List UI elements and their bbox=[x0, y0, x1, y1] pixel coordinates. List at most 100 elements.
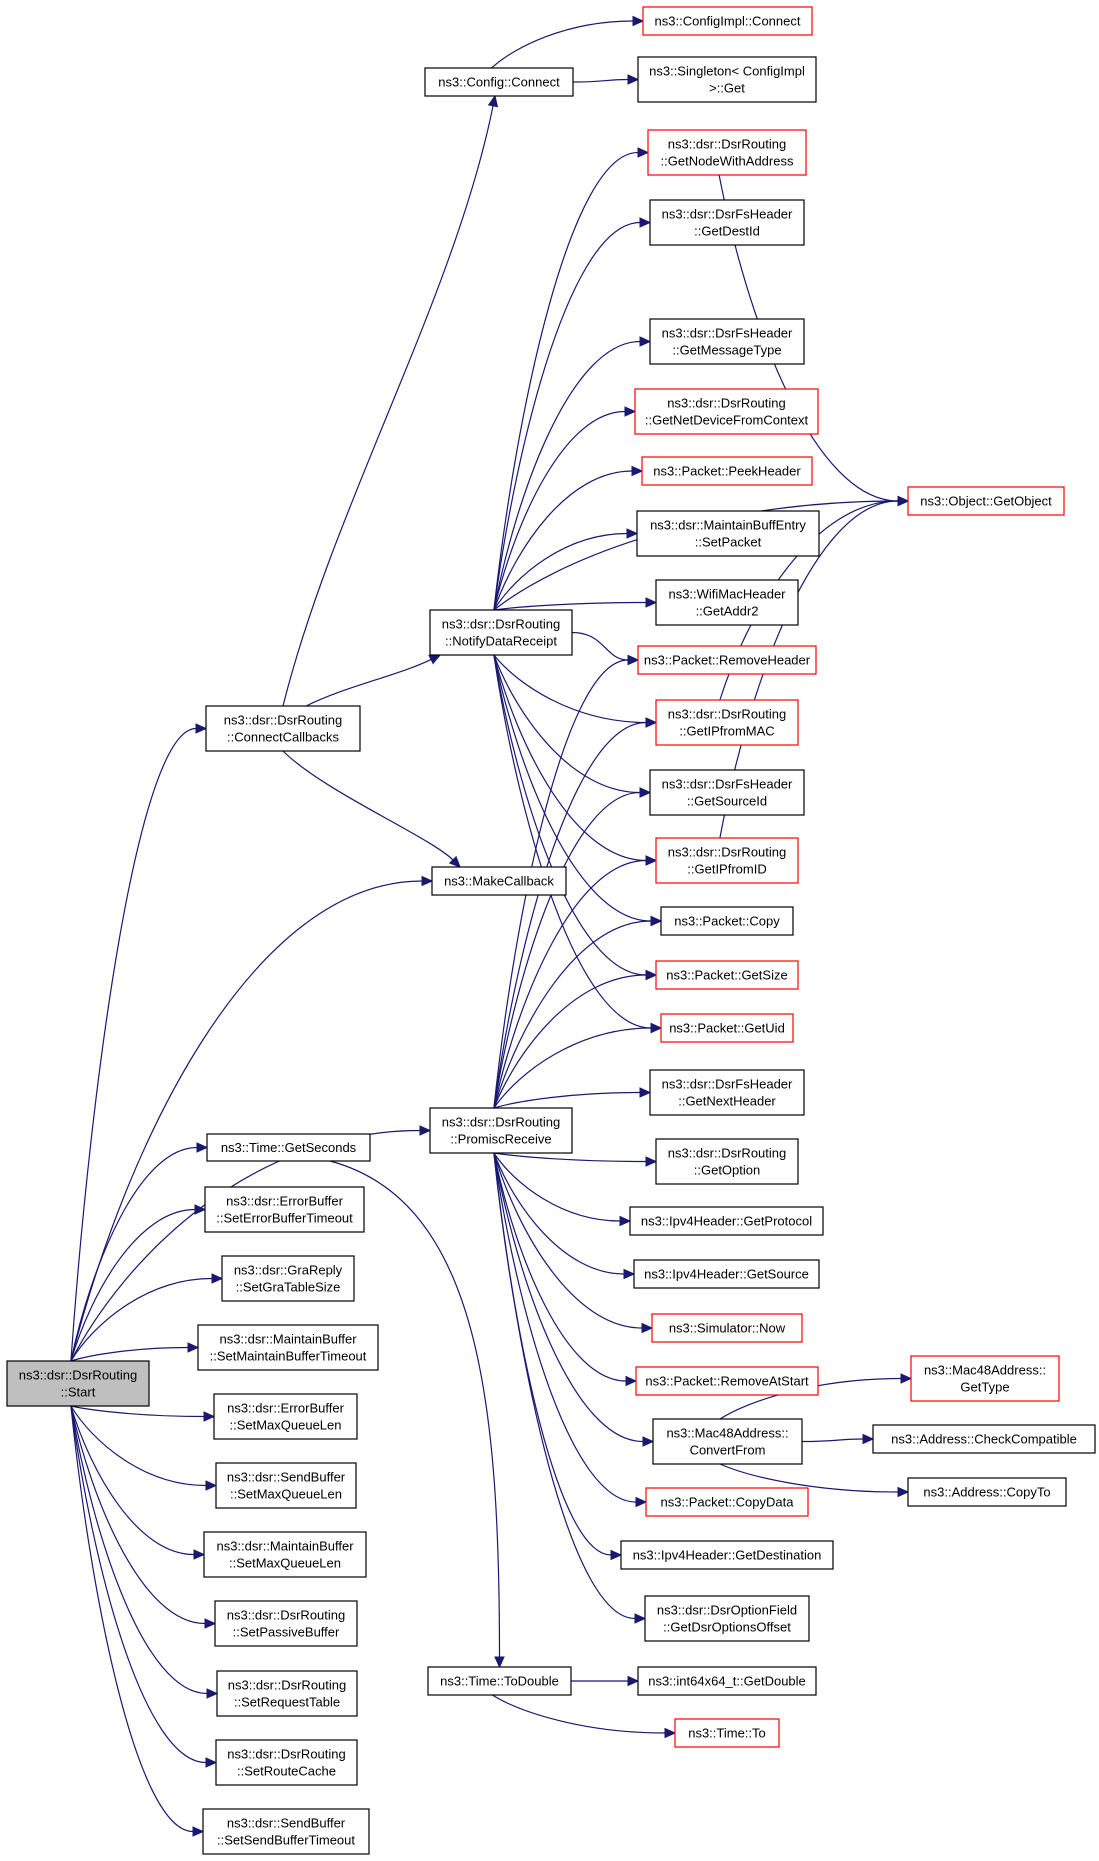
call-edge-promiscReceive-to-getNextHeader bbox=[493, 1087, 652, 1109]
function-node-getOption[interactable]: ns3::dsr::DsrRouting::GetOption bbox=[655, 1138, 799, 1185]
node-box bbox=[215, 1739, 358, 1786]
edge-line bbox=[719, 1463, 899, 1493]
node-label: ::NotifyDataReceipt bbox=[445, 634, 557, 649]
node-box bbox=[872, 1424, 1096, 1454]
node-box bbox=[206, 1133, 371, 1162]
edge-line bbox=[493, 1152, 612, 1556]
call-edge-promiscReceive-to-simulatorNow bbox=[493, 1152, 654, 1334]
function-node-getDsrOptionsOffset[interactable]: ns3::dsr::DsrOptionField::GetDsrOptionsO… bbox=[644, 1595, 810, 1642]
function-node-getUid[interactable]: ns3::Packet::GetUid bbox=[660, 1013, 794, 1043]
node-label: ns3::Ipv4Header::GetSource bbox=[644, 1267, 809, 1282]
function-node-setPacket[interactable]: ns3::dsr::MaintainBuffEntry::SetPacket bbox=[636, 510, 820, 557]
call-edge-start-to-setRequestTable bbox=[70, 1405, 219, 1699]
node-box bbox=[642, 6, 813, 36]
function-node-removeAtStart[interactable]: ns3::Packet::RemoveAtStart bbox=[635, 1366, 819, 1396]
node-label: ns3::Config::Connect bbox=[438, 75, 560, 90]
function-node-getDouble[interactable]: ns3::int64x64_t::GetDouble bbox=[637, 1666, 817, 1696]
arrow-head-icon bbox=[619, 1215, 632, 1227]
arrow-head-icon bbox=[626, 528, 639, 539]
node-label: ::GetNetDeviceFromContext bbox=[645, 413, 809, 428]
edge-line bbox=[493, 1091, 641, 1109]
function-node-setMaxQueueLenSend[interactable]: ns3::dsr::SendBuffer::SetMaxQueueLen bbox=[215, 1462, 357, 1509]
function-node-getMessageType[interactable]: ns3::dsr::DsrFsHeader::GetMessageType bbox=[649, 318, 805, 365]
function-node-copyTo[interactable]: ns3::Address::CopyTo bbox=[907, 1477, 1067, 1507]
function-node-getProtocol[interactable]: ns3::Ipv4Header::GetProtocol bbox=[629, 1206, 824, 1236]
function-node-getObject[interactable]: ns3::Object::GetObject bbox=[907, 486, 1065, 516]
function-node-setRequestTable[interactable]: ns3::dsr::DsrRouting::SetRequestTable bbox=[216, 1670, 358, 1717]
function-node-setMaxQueueLenMaint[interactable]: ns3::dsr::MaintainBuffer::SetMaxQueueLen bbox=[203, 1531, 367, 1578]
function-node-packetCopy[interactable]: ns3::Packet::Copy bbox=[660, 906, 794, 936]
node-box bbox=[907, 1477, 1067, 1507]
function-node-configImplConnect[interactable]: ns3::ConfigImpl::Connect bbox=[642, 6, 813, 36]
function-node-configConnect[interactable]: ns3::Config::Connect bbox=[424, 67, 574, 97]
edge-line bbox=[493, 1152, 636, 1620]
call-edge-promiscReceive-to-getOption bbox=[493, 1152, 658, 1167]
function-node-getSize[interactable]: ns3::Packet::GetSize bbox=[655, 960, 799, 990]
node-label: ns3::dsr::DsrRouting bbox=[227, 1608, 346, 1623]
arrow-head-icon bbox=[645, 855, 658, 866]
function-node-start[interactable]: ns3::dsr::DsrRouting::Start bbox=[6, 1360, 150, 1407]
node-label: ns3::Packet::PeekHeader bbox=[653, 464, 801, 479]
function-node-getSeconds[interactable]: ns3::Time::GetSeconds bbox=[206, 1133, 371, 1162]
arrow-head-icon bbox=[897, 495, 910, 507]
arrow-head-icon bbox=[639, 787, 652, 798]
function-node-peekHeader[interactable]: ns3::Packet::PeekHeader bbox=[641, 456, 813, 486]
function-node-notifyDataReceipt[interactable]: ns3::dsr::DsrRouting::NotifyDataReceipt bbox=[429, 609, 573, 656]
function-node-simulatorNow[interactable]: ns3::Simulator::Now bbox=[651, 1313, 803, 1343]
node-box bbox=[674, 1718, 780, 1748]
call-edge-promiscReceive-to-convertFrom bbox=[493, 1152, 655, 1447]
arrow-head-icon bbox=[631, 465, 644, 477]
function-node-toDouble[interactable]: ns3::Time::ToDouble bbox=[427, 1666, 572, 1696]
node-box bbox=[641, 456, 813, 486]
node-box bbox=[649, 318, 805, 365]
function-node-setErrorBufferTimeout[interactable]: ns3::dsr::ErrorBuffer::SetErrorBufferTim… bbox=[204, 1186, 365, 1233]
function-node-copyData[interactable]: ns3::Packet::CopyData bbox=[645, 1487, 809, 1517]
function-node-makeCallback[interactable]: ns3::MakeCallback bbox=[431, 866, 567, 896]
function-node-setGraTableSize[interactable]: ns3::dsr::GraReply::SetGraTableSize bbox=[221, 1255, 355, 1302]
node-box bbox=[644, 1595, 810, 1642]
node-label: ns3::dsr::DsrRouting bbox=[668, 137, 787, 152]
arrow-head-icon bbox=[419, 1125, 432, 1136]
node-box bbox=[633, 1259, 820, 1289]
function-node-getNetDeviceFromContext[interactable]: ns3::dsr::DsrRouting::GetNetDeviceFromCo… bbox=[634, 388, 819, 435]
function-node-macGetType[interactable]: ns3::Mac48Address::GetType bbox=[910, 1355, 1060, 1402]
node-box bbox=[424, 67, 574, 97]
function-node-setPassiveBuffer[interactable]: ns3::dsr::DsrRouting::SetPassiveBuffer bbox=[214, 1600, 358, 1647]
call-edge-configConnect-to-configImplConnect bbox=[491, 15, 645, 69]
function-node-getSource[interactable]: ns3::Ipv4Header::GetSource bbox=[633, 1259, 820, 1289]
function-node-getDestination[interactable]: ns3::Ipv4Header::GetDestination bbox=[620, 1540, 834, 1570]
node-label: ns3::dsr::SendBuffer bbox=[227, 1816, 346, 1831]
arrow-head-icon bbox=[650, 915, 663, 927]
edge-line bbox=[70, 1405, 208, 1695]
edge-line bbox=[305, 658, 432, 707]
function-node-connectCallbacks[interactable]: ns3::dsr::DsrRouting::ConnectCallbacks bbox=[205, 705, 361, 752]
node-box bbox=[221, 1255, 355, 1302]
function-node-setMaxQueueLenErr[interactable]: ns3::dsr::ErrorBuffer::SetMaxQueueLen bbox=[213, 1393, 358, 1440]
function-node-singletonGet[interactable]: ns3::Singleton< ConfigImpl>::Get bbox=[637, 56, 817, 103]
function-node-getIPfromMAC[interactable]: ns3::dsr::DsrRouting::GetIPfromMAC bbox=[655, 699, 799, 746]
edge-line bbox=[572, 78, 629, 83]
call-edge-start-to-setErrorBufferTimeout bbox=[70, 1204, 207, 1362]
function-node-setRouteCache[interactable]: ns3::dsr::DsrRouting::SetRouteCache bbox=[215, 1739, 358, 1786]
edge-line bbox=[493, 1152, 637, 1503]
function-node-getNodeWithAddress[interactable]: ns3::dsr::DsrRouting::GetNodeWithAddress bbox=[647, 129, 807, 176]
function-node-getSourceId[interactable]: ns3::dsr::DsrFsHeader::GetSourceId bbox=[649, 769, 805, 816]
function-node-getAddr2[interactable]: ns3::WifiMacHeader::GetAddr2 bbox=[655, 579, 799, 626]
edge-line bbox=[493, 721, 647, 1109]
function-node-removeHeader[interactable]: ns3::Packet::RemoveHeader bbox=[637, 645, 817, 675]
function-node-setMaintainBufferTimeout[interactable]: ns3::dsr::MaintainBuffer::SetMaintainBuf… bbox=[197, 1324, 379, 1371]
function-node-convertFrom[interactable]: ns3::Mac48Address::ConvertFrom bbox=[652, 1418, 803, 1465]
node-box bbox=[907, 486, 1065, 516]
function-node-checkCompatible[interactable]: ns3::Address::CheckCompatible bbox=[872, 1424, 1096, 1454]
arrow-head-icon bbox=[641, 1322, 654, 1334]
node-label: ns3::dsr::DsrFsHeader bbox=[662, 1077, 793, 1092]
function-node-timeTo[interactable]: ns3::Time::To bbox=[674, 1718, 780, 1748]
function-node-getDestId[interactable]: ns3::dsr::DsrFsHeader::GetDestId bbox=[649, 199, 805, 246]
function-node-getNextHeader[interactable]: ns3::dsr::DsrFsHeader::GetNextHeader bbox=[649, 1069, 805, 1116]
function-node-promiscReceive[interactable]: ns3::dsr::DsrRouting::PromiscReceive bbox=[429, 1107, 573, 1154]
arrow-head-icon bbox=[428, 654, 442, 665]
edge-line bbox=[491, 20, 634, 69]
function-node-getIPfromID[interactable]: ns3::dsr::DsrRouting::GetIPfromID bbox=[655, 837, 799, 884]
function-node-setSendBufferTimeout[interactable]: ns3::dsr::SendBuffer::SetSendBufferTimeo… bbox=[202, 1808, 370, 1855]
call-edge-notifyDataReceipt-to-getDestId bbox=[493, 217, 652, 611]
